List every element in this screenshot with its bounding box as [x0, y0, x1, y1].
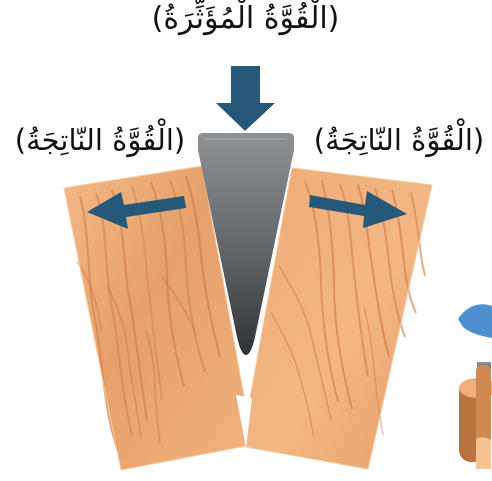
applied-force-label: (الْقُوَّةُ الْمُؤَثِّرَةُ)	[143, 4, 348, 34]
resultant-force-label-right: (الْقُوَّةُ النّاتِجَةُ)	[306, 126, 492, 155]
applied-force-arrow	[216, 66, 275, 131]
thumbnail-icon	[458, 304, 492, 469]
resultant-force-label-left: (الْقُوَّةُ النّاتِجَةُ)	[6, 126, 194, 155]
